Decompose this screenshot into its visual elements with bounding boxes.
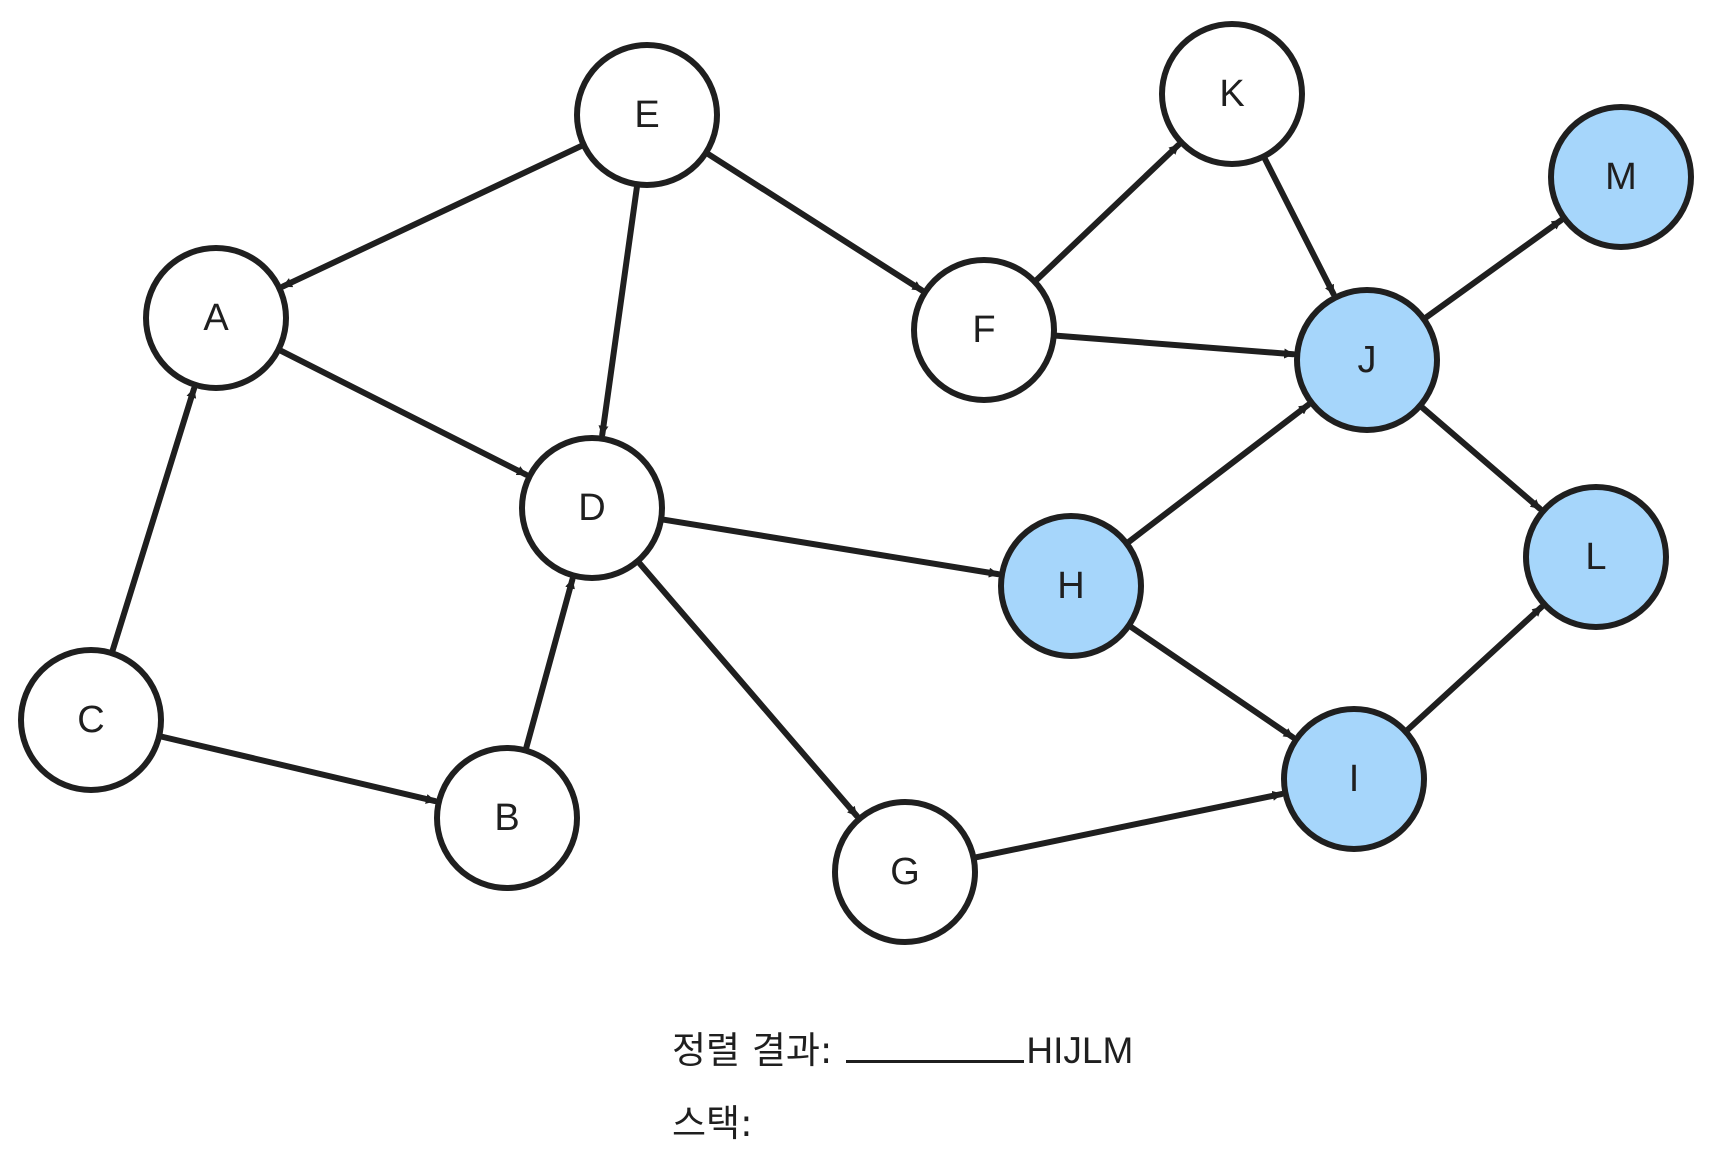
nodes-layer: A B C D E F G H I J K L M	[18, 21, 1694, 945]
edge-d-to-g	[635, 559, 860, 819]
node-circle-c	[18, 647, 164, 793]
node-label-b: B	[494, 797, 519, 839]
edge-b-to-d	[523, 576, 576, 752]
edge-g-to-i	[972, 790, 1285, 861]
node-e: E	[574, 42, 720, 188]
edges-layer	[109, 142, 1564, 861]
node-d: D	[519, 435, 665, 581]
node-label-h: H	[1057, 565, 1084, 607]
node-circle-a	[143, 245, 289, 391]
node-label-i: I	[1349, 758, 1360, 800]
topological-sort-graph: A B C D E F G H I J K L M	[18, 21, 1694, 945]
node-circle-k	[1159, 21, 1305, 167]
edge-k-to-j	[1261, 155, 1337, 298]
node-j: J	[1294, 287, 1440, 433]
node-a: A	[143, 245, 289, 391]
edge-a-to-d	[277, 347, 529, 478]
edge-i-to-l	[1404, 604, 1545, 734]
node-b: B	[434, 745, 580, 891]
node-circle-g	[832, 799, 978, 945]
edge-e-to-a	[279, 142, 585, 290]
sort-result-label: 정렬 결과:	[672, 1029, 833, 1072]
node-circle-b	[434, 745, 580, 891]
node-label-a: A	[203, 297, 229, 339]
node-circle-d	[519, 435, 665, 581]
node-circle-m	[1548, 104, 1694, 250]
node-label-e: E	[634, 94, 659, 136]
node-label-l: L	[1585, 536, 1606, 578]
edge-e-to-d	[598, 183, 641, 438]
node-m: M	[1548, 104, 1694, 250]
stack-line: 스택:	[672, 1105, 753, 1142]
node-label-m: M	[1605, 156, 1637, 198]
node-label-c: C	[77, 699, 104, 741]
node-c: C	[18, 647, 164, 793]
node-i: I	[1281, 706, 1427, 852]
node-circle-e	[574, 42, 720, 188]
node-label-d: D	[578, 487, 605, 529]
stack-label: 스택:	[672, 1102, 753, 1145]
node-label-g: G	[890, 851, 920, 893]
edge-f-to-j	[1052, 332, 1297, 359]
node-k: K	[1159, 21, 1305, 167]
edge-h-to-i	[1127, 623, 1296, 741]
edge-e-to-f	[704, 150, 925, 294]
node-circle-f	[911, 257, 1057, 403]
answer-blank	[846, 1030, 1025, 1063]
node-circle-l	[1523, 484, 1669, 630]
node-h: H	[998, 513, 1144, 659]
edge-j-to-m	[1422, 217, 1564, 321]
node-circle-i	[1281, 706, 1427, 852]
node-circle-j	[1294, 287, 1440, 433]
edge-j-to-l	[1418, 403, 1543, 512]
edge-c-to-b	[158, 733, 438, 805]
edge-h-to-j	[1125, 401, 1312, 546]
node-circle-h	[998, 513, 1144, 659]
node-f: F	[911, 257, 1057, 403]
node-l: L	[1523, 484, 1669, 630]
sort-result-line: 정렬 결과: HIJLM	[672, 1030, 1133, 1069]
node-label-f: F	[972, 309, 995, 351]
node-label-j: J	[1358, 339, 1377, 381]
edge-d-to-h	[660, 516, 1001, 578]
edge-f-to-k	[1033, 142, 1182, 284]
node-g: G	[832, 799, 978, 945]
sort-result-value: HIJLM	[1026, 1030, 1134, 1071]
node-label-k: K	[1219, 73, 1244, 115]
edge-c-to-a	[109, 385, 198, 655]
